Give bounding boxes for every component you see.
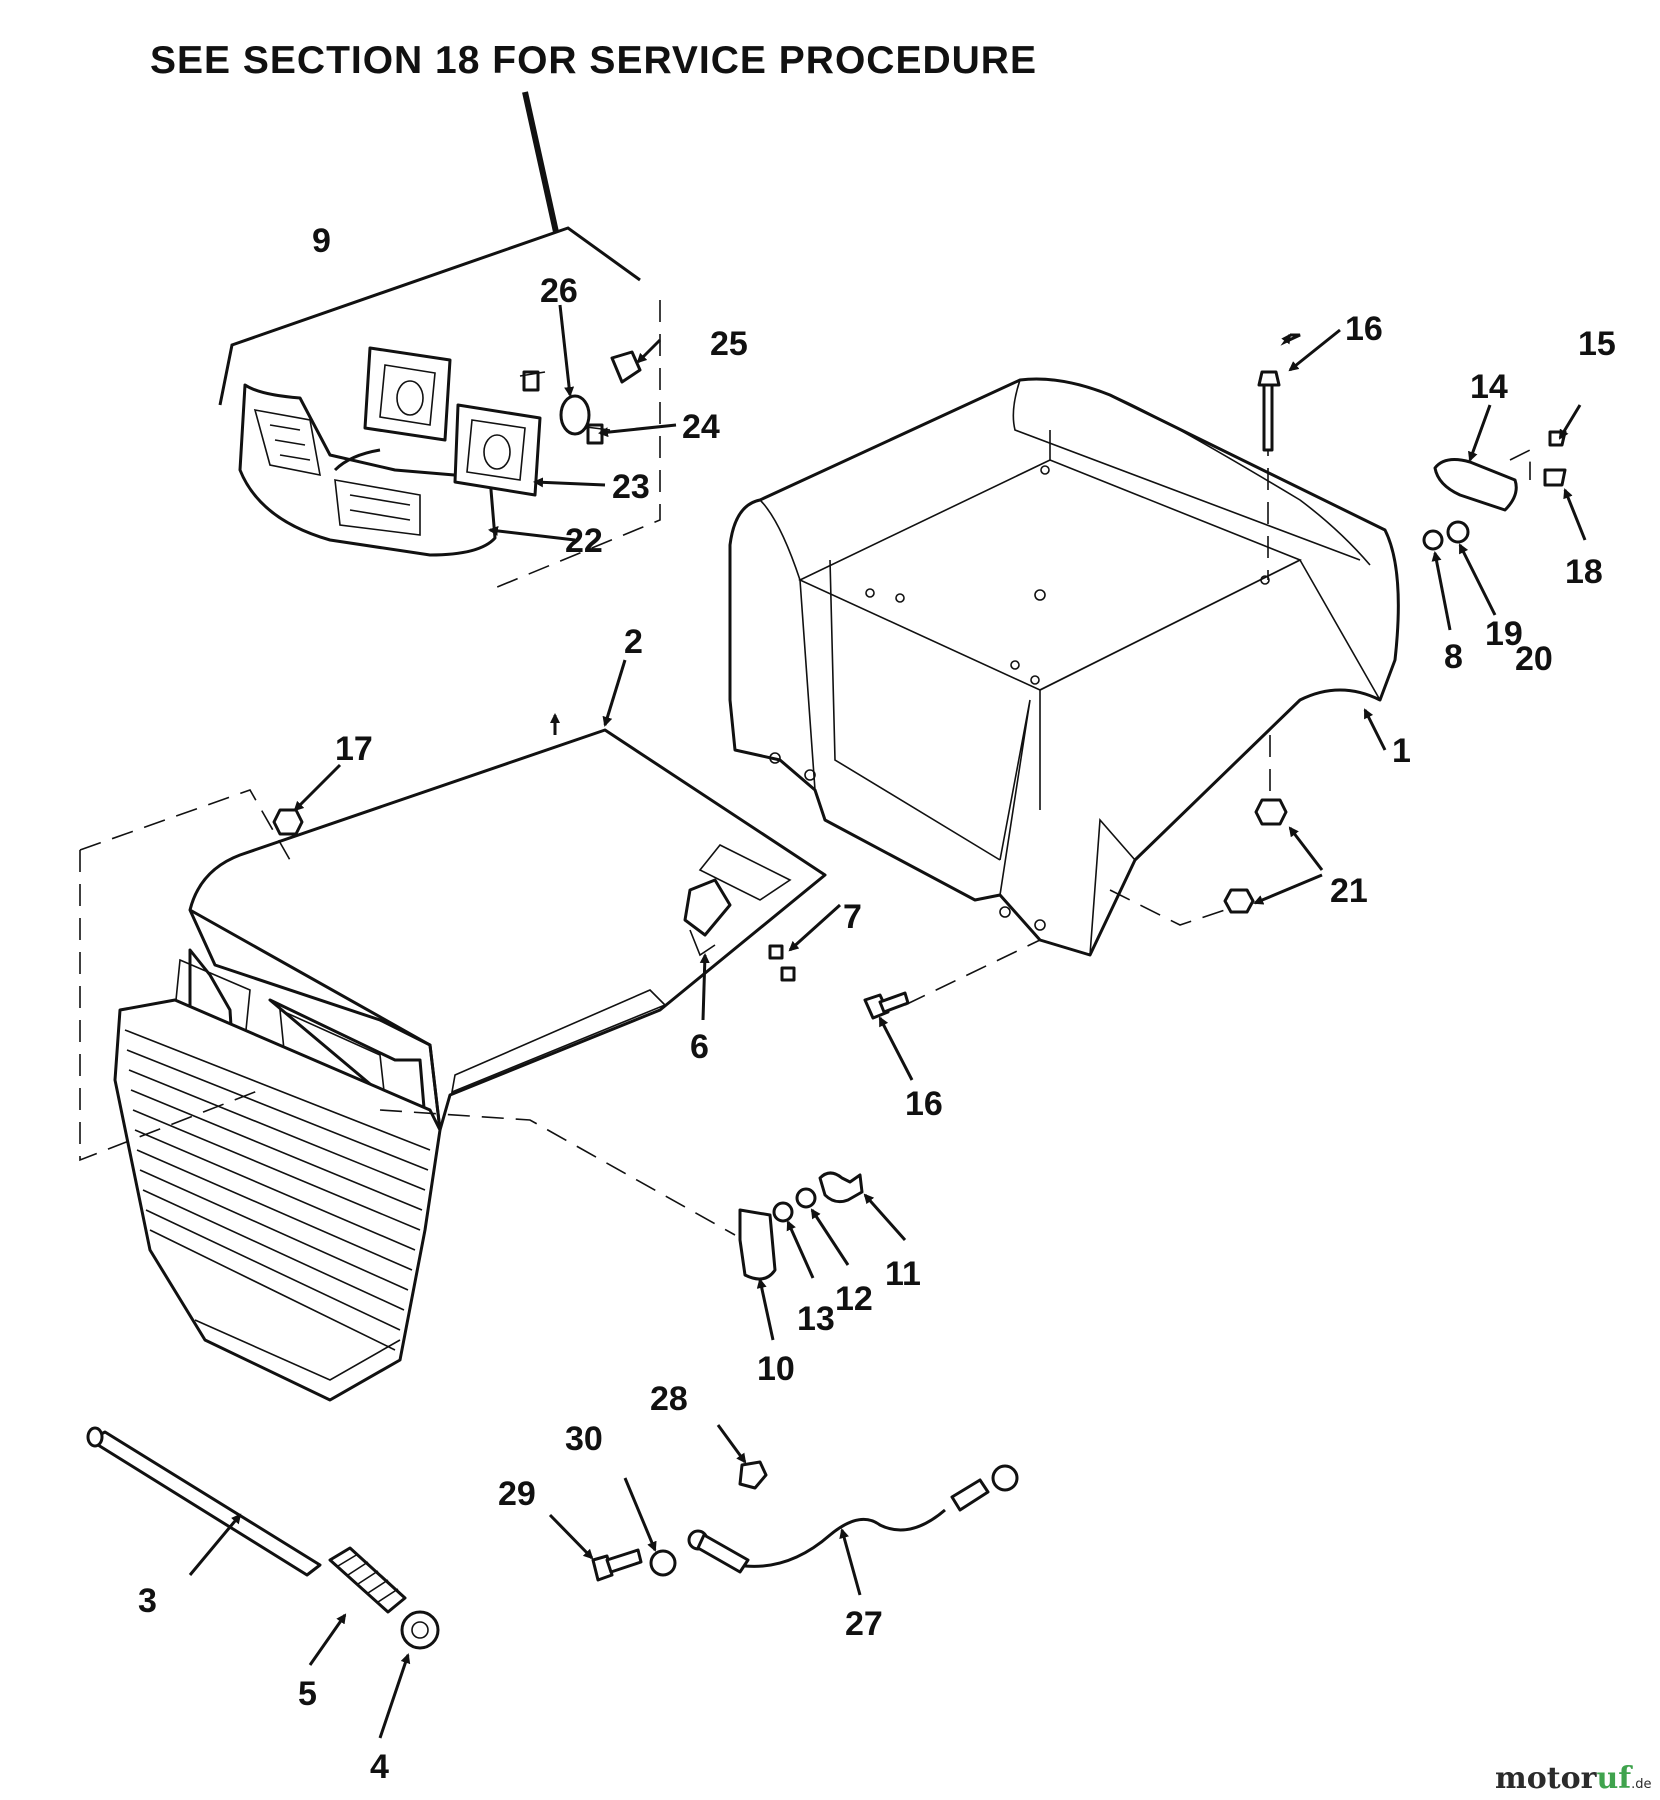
callout-28: 28 [650, 1380, 688, 1418]
callout-3: 3 [138, 1582, 157, 1620]
callout-20: 20 [1515, 640, 1553, 678]
callout-10: 10 [757, 1350, 795, 1388]
callout-21: 21 [1330, 872, 1368, 910]
watermark-logo: motoruf.de [1495, 1761, 1652, 1796]
guide-line-fender-nut [1109, 889, 1241, 926]
heading-leader [522, 91, 559, 233]
guide-line-hood-rear [79, 850, 261, 1162]
callout-12: 12 [835, 1280, 873, 1318]
guide-line-hood-mount [79, 789, 291, 861]
hood [113, 728, 827, 1402]
callout-25: 25 [710, 325, 748, 363]
svg-text:motoruf.de: motoruf.de [1495, 1761, 1652, 1796]
callout-27: 27 [845, 1605, 883, 1643]
callout-14: 14 [1470, 368, 1508, 406]
guide-line-plate [1509, 448, 1531, 480]
callout-arrows [188, 304, 1587, 1739]
callout-13: 13 [797, 1300, 835, 1338]
callout-19: 19 [1485, 615, 1523, 653]
guide-line-fender-bolt [904, 939, 1041, 1006]
callout-4: 4 [370, 1748, 389, 1786]
callout-9: 9 [312, 222, 331, 260]
callout-24: 24 [682, 408, 720, 446]
service-note-heading: SEE SECTION 18 FOR SERVICE PROCEDURE [150, 39, 1037, 82]
callout-17: 17 [335, 730, 373, 768]
callout-2: 2 [624, 623, 643, 661]
callout-11: 11 [885, 1255, 921, 1293]
callout-18: 18 [1565, 553, 1603, 591]
callout-26: 26 [540, 272, 578, 310]
guide-line-bracket [379, 1109, 736, 1236]
callout-29: 29 [498, 1475, 536, 1513]
headlight-assembly [238, 346, 642, 557]
callout-16-bottom: 16 [905, 1085, 943, 1123]
callout-7: 7 [843, 898, 862, 936]
callout-15: 15 [1578, 325, 1616, 363]
callout-1: 1 [1392, 732, 1411, 770]
hardware [86, 370, 1567, 1650]
headlight-guide-line [489, 300, 661, 591]
headlight-assembly-bracket [218, 226, 641, 406]
callout-6: 6 [690, 1028, 709, 1066]
callout-23: 23 [612, 468, 650, 506]
callout-22: 22 [565, 522, 603, 560]
callout-5: 5 [298, 1675, 317, 1713]
fender-pan [728, 377, 1400, 957]
callout-16-top: 16 [1345, 310, 1383, 348]
callout-30: 30 [565, 1420, 603, 1458]
callout-8: 8 [1444, 638, 1463, 676]
